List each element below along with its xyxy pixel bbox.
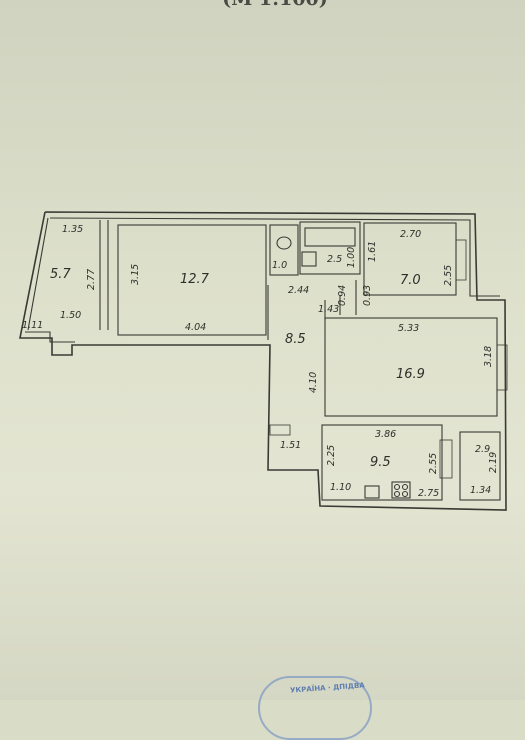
stove-burners (393, 483, 409, 498)
dimension-label: 4.04 (185, 322, 206, 333)
room-area-label: 16.9 (396, 367, 425, 382)
dimension-label: 2.44 (288, 285, 309, 296)
dimension-label: 2.19 (488, 452, 499, 473)
dimension-label: 3.18 (483, 346, 494, 367)
bathroom-walls (269, 221, 361, 276)
dimension-label: 3.86 (375, 429, 396, 440)
dimension-label: 2.55 (428, 453, 439, 474)
dimension-label: 2.70 (400, 229, 421, 240)
dimension-label: 2.5 (327, 254, 342, 265)
dimension-label: 1.51 (280, 440, 301, 451)
dimension-label: 2.9 (475, 444, 490, 455)
room-storage-walls (459, 431, 501, 501)
dimension-label: 1.35 (62, 224, 83, 235)
dimension-label: 2.25 (326, 445, 337, 466)
room-area-label: 5.7 (50, 267, 71, 282)
dimension-label: 0.94 (337, 285, 348, 306)
dimension-label: 0.93 (362, 285, 373, 306)
room-area-label: 9.5 (370, 455, 391, 470)
outer-walls (19, 211, 507, 511)
dimension-label: 1.61 (367, 241, 378, 262)
dimension-label: 4.10 (308, 372, 319, 393)
scale-title: (М 1:100) (205, 0, 345, 10)
dimension-label: 2.77 (86, 269, 97, 290)
window-hatch (455, 239, 467, 281)
room-area-label: 7.0 (400, 273, 421, 288)
room-12-7-walls (117, 224, 267, 336)
dimension-label: 1.34 (470, 485, 491, 496)
window-hatch (496, 344, 508, 391)
dimension-label: 3.15 (130, 264, 141, 285)
stove (391, 481, 411, 499)
window-hatch (439, 439, 453, 479)
floor-plan: 5.7 12.7 7.0 8.5 16.9 9.5 1.35 2.77 1.50… (19, 211, 508, 511)
dimension-label: 2.55 (443, 265, 454, 286)
dimension-label: 2.75 (418, 488, 439, 499)
dimension-label: 1.00 (346, 247, 357, 268)
dimension-label: 1.11 (22, 320, 43, 331)
room-balcony-walls (27, 217, 109, 331)
dimension-label: 1.50 (60, 310, 81, 321)
sink (364, 485, 380, 499)
dimension-label: 1.43 (318, 304, 339, 315)
dimension-label: 1.10 (330, 482, 351, 493)
room-area-label: 8.5 (285, 332, 306, 347)
room-area-label: 12.7 (180, 272, 210, 287)
hall-walls (267, 280, 357, 340)
dimension-label: 1.0 (272, 260, 287, 271)
dimension-label: 5.33 (398, 323, 419, 334)
room-9-5-walls (321, 424, 443, 501)
window-hatch (269, 424, 291, 436)
